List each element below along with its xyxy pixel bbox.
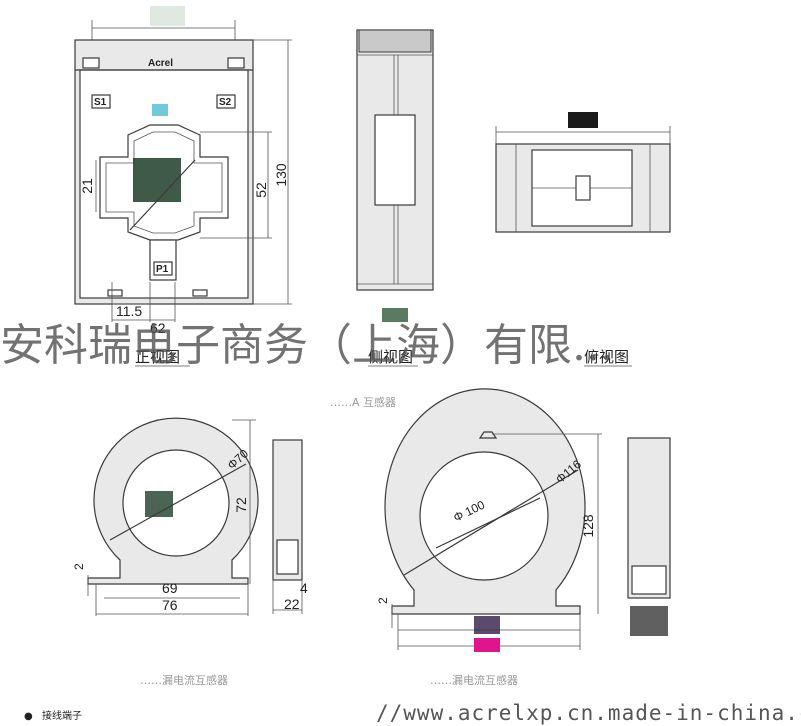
side-window — [374, 114, 416, 206]
ring-large-bore — [419, 451, 549, 581]
dim-offset: 11.5 — [116, 303, 142, 319]
dim-large-height: 128 — [580, 514, 596, 538]
dim-small-height: 72 — [233, 497, 249, 513]
large-base-magenta-patch — [474, 638, 500, 652]
side-view: 侧视图 — [356, 29, 434, 367]
brand-logo: Acrel — [148, 58, 173, 69]
cyan-patch — [152, 104, 168, 116]
front-view-label: 正视图 — [135, 348, 180, 366]
dim-width-total: 62 — [150, 320, 166, 336]
legend-text: 接线端子 — [42, 709, 82, 722]
dim-small-base-outer: 76 — [162, 597, 178, 613]
large-side-patch — [630, 606, 668, 636]
side-dim-patch — [382, 308, 408, 322]
dim-window-height: 52 — [253, 182, 269, 198]
dim-height-total: 130 — [273, 163, 289, 187]
dim-small-depth: 22 — [284, 596, 300, 612]
dim-small-depth-small: 4 — [300, 580, 308, 596]
ring-small: Φ70 72 2 69 76 4 22 ……漏电流互感器 — [72, 417, 308, 687]
top-view: 俯视图 — [495, 112, 671, 367]
top-dim-patch — [568, 112, 598, 128]
front-view: Acrel S1 S2 P1 52 130 21 11 — [74, 6, 292, 367]
terminal-s1-label: S1 — [94, 97, 107, 108]
dim-large-foot: 2 — [376, 597, 390, 604]
ring-large: Φ 100 Φ116 128 2 ……漏电流互感器 — [376, 388, 671, 687]
top-dim-value-patch — [150, 6, 185, 26]
mount-slot-right — [227, 57, 245, 69]
large-base-patch — [474, 616, 500, 634]
side-view-label: 侧视图 — [368, 348, 413, 366]
watermark-text: 安科瑞电子商务（上海）有限... — [0, 320, 614, 371]
dim-small-base-inner: 69 — [162, 580, 178, 596]
ring-small-caption: ……漏电流互感器 — [140, 673, 228, 687]
terminal-p1-label: P1 — [156, 264, 169, 275]
mount-slot-left — [82, 57, 100, 69]
upper-caption: ……A 互感器 — [330, 396, 396, 409]
window-patch — [133, 158, 181, 202]
terminal-s2-label: S2 — [219, 97, 232, 108]
window-outline — [99, 124, 229, 241]
ring-large-caption: ……漏电流互感器 — [430, 673, 518, 687]
top-view-label: 俯视图 — [584, 348, 629, 366]
website-text: //www.acrelxp.cn.made-in-china.com — [376, 701, 801, 725]
dim-window-side: 21 — [79, 178, 95, 194]
dim-small-foot: 2 — [72, 563, 86, 570]
legend-bullet: ● — [24, 711, 33, 722]
